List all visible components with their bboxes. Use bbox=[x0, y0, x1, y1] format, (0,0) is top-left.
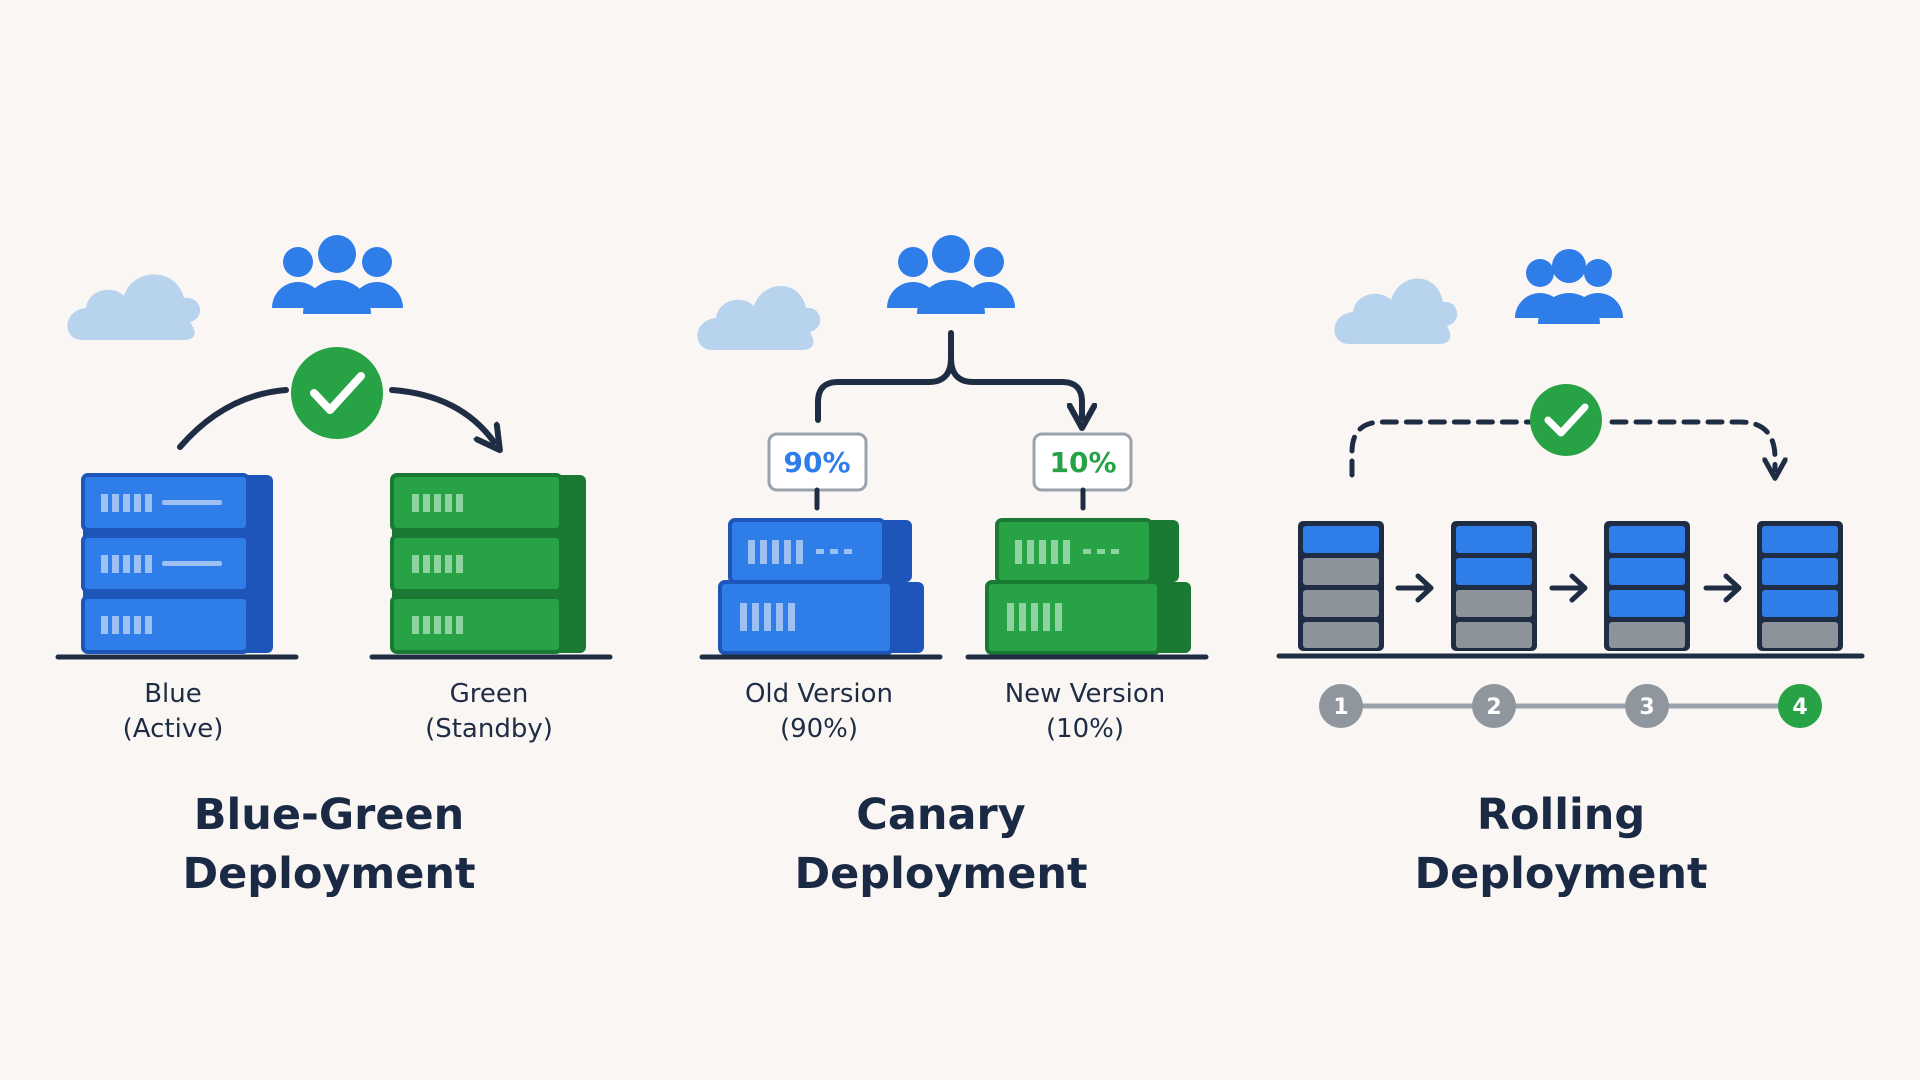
users-icon bbox=[887, 235, 1015, 314]
arrow-right-icon bbox=[1703, 573, 1742, 603]
step-4-indicator: 4 bbox=[1778, 684, 1822, 728]
step-2-indicator: 2 bbox=[1472, 684, 1516, 728]
arrow-right-icon bbox=[1549, 573, 1588, 603]
arrow-right-icon bbox=[1395, 573, 1434, 603]
step-3-indicator: 3 bbox=[1625, 684, 1669, 728]
new-version-label-line2: (10%) bbox=[1046, 714, 1124, 744]
switch-arrow-left bbox=[177, 387, 289, 450]
green-label-line1: Green bbox=[450, 679, 529, 709]
switch-arrow-right bbox=[389, 387, 494, 442]
old-version-label-line1: Old Version bbox=[745, 679, 893, 709]
cloud-icon bbox=[67, 274, 201, 340]
blue-label-line2: (Active) bbox=[123, 714, 224, 744]
rollout-dashed-arrow bbox=[1349, 419, 1775, 475]
new-version-server-icon bbox=[985, 518, 1191, 655]
cloud-icon bbox=[1334, 278, 1458, 344]
check-icon bbox=[1530, 384, 1602, 456]
new-traffic-badge: 10% bbox=[1032, 432, 1133, 492]
server-rack-icon bbox=[1757, 521, 1843, 651]
check-icon bbox=[291, 347, 383, 439]
traffic-split-connector bbox=[815, 330, 1082, 420]
server-rack-icon bbox=[1298, 521, 1384, 651]
new-traffic-percent: 10% bbox=[1049, 446, 1116, 479]
server-rack-icon bbox=[1604, 521, 1690, 651]
green-server-stack-icon bbox=[390, 473, 586, 654]
blue-label-line1: Blue bbox=[144, 679, 202, 709]
rolling-title-line1: Rolling bbox=[1477, 790, 1645, 840]
step-2-label: 2 bbox=[1486, 695, 1501, 720]
rolling-section: 1 2 3 4 Rolling Deployment bbox=[1276, 249, 1865, 899]
old-version-label-line2: (90%) bbox=[780, 714, 858, 744]
blue-green-section: Blue (Active) Green (Standby) Blue-Green… bbox=[55, 235, 613, 899]
cloud-icon bbox=[697, 286, 821, 350]
blue-green-title-line2: Deployment bbox=[182, 849, 475, 899]
step-1-label: 1 bbox=[1333, 695, 1348, 720]
blue-green-title-line1: Blue-Green bbox=[194, 790, 465, 840]
old-traffic-percent: 90% bbox=[783, 446, 850, 479]
blue-server-stack-icon bbox=[81, 473, 273, 654]
server-rack-icon bbox=[1451, 521, 1537, 651]
old-traffic-badge: 90% bbox=[767, 432, 868, 492]
canary-section: 90% 10% bbox=[697, 235, 1209, 899]
old-version-server-icon bbox=[718, 518, 924, 655]
step-1-indicator: 1 bbox=[1319, 684, 1363, 728]
canary-title-line1: Canary bbox=[856, 790, 1025, 840]
step-4-label: 4 bbox=[1792, 695, 1807, 720]
new-version-label-line1: New Version bbox=[1005, 679, 1166, 709]
rolling-title-line2: Deployment bbox=[1414, 849, 1707, 899]
step-3-label: 3 bbox=[1639, 695, 1654, 720]
green-label-line2: (Standby) bbox=[425, 714, 553, 744]
users-icon bbox=[272, 235, 403, 314]
users-icon bbox=[1515, 249, 1623, 324]
canary-title-line2: Deployment bbox=[794, 849, 1087, 899]
